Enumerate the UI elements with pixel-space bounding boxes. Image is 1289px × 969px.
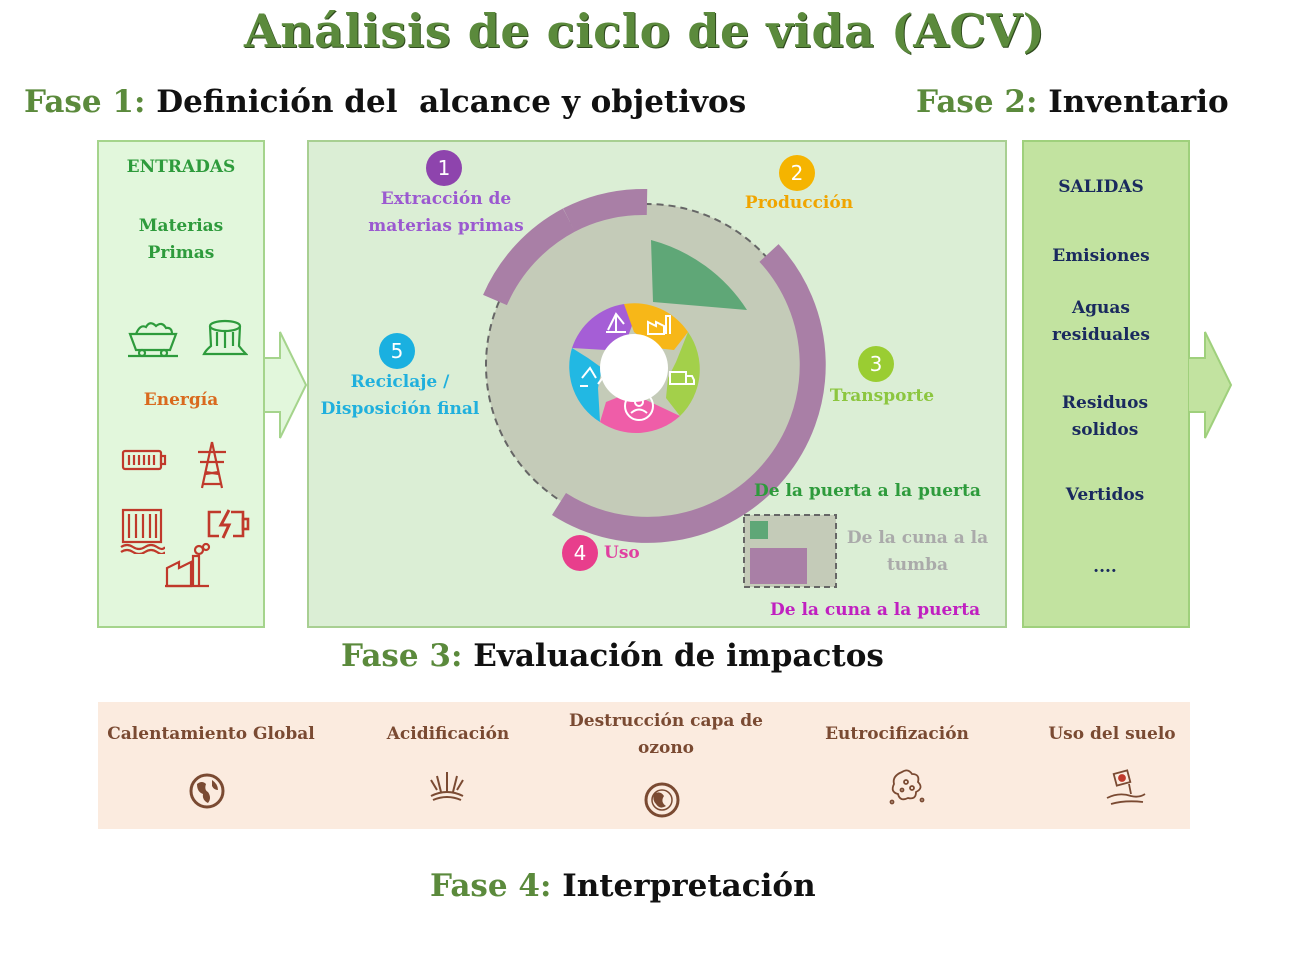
stage-3-number: 3 <box>858 346 894 382</box>
charging-battery-icon <box>207 509 250 539</box>
impact-acidification-label: Acidificación <box>386 724 510 744</box>
phase-3-heading: Fase 3: Evaluación de impactos <box>341 638 884 674</box>
user-icon <box>624 391 654 421</box>
excavator-icon <box>606 312 626 333</box>
stage-2-label: Producción <box>744 193 854 213</box>
gate-to-gate-label: De la puerta a la puerta <box>754 481 981 501</box>
phase-2-heading: Fase 2: Inventario <box>916 84 1229 120</box>
stage-4-segment <box>600 394 680 433</box>
raw-materials-label: Materias Primas <box>138 216 224 263</box>
impact-land-use-label: Uso del suelo <box>1048 724 1176 744</box>
phase-1-text: Definición del alcance y objetivos <box>156 84 747 120</box>
stage-1-number: 1 <box>426 150 462 186</box>
power-tower-icon <box>198 441 226 489</box>
impact-global-warming-label: Calentamiento Global <box>107 724 315 744</box>
cradle-to-gate-arc-top2 <box>563 188 648 232</box>
globe-icon <box>189 773 225 809</box>
impact-eutrophication-label: Eutrocifización <box>825 724 969 744</box>
legend-cradle-to-gate <box>750 548 807 584</box>
stage-5-label: Reciclaje / Disposición final <box>320 372 480 419</box>
ozone-globe-icon <box>644 782 680 818</box>
acid-splash-icon <box>430 772 464 801</box>
impact-ozone-label: Destrucción capa de ozono <box>569 711 763 758</box>
legend-gate-to-gate <box>750 521 768 539</box>
page-title: Análisis de ciclo de vida (ACV) <box>244 4 1045 58</box>
inputs-panel <box>97 140 265 628</box>
gate-to-gate-block <box>651 240 747 310</box>
stage-3-label: Transporte <box>829 386 935 406</box>
algae-bloom-icon <box>889 769 925 805</box>
cycle-center <box>600 334 668 402</box>
phase-1-label: Fase 1: <box>24 84 146 120</box>
inputs-arrow <box>265 331 308 439</box>
land-use-icon <box>1106 769 1146 805</box>
output-more: .... <box>1093 557 1117 577</box>
energy-label: Energía <box>143 390 219 410</box>
stage-4-number: 4 <box>562 535 598 571</box>
output-emissions: Emisiones <box>1052 246 1150 266</box>
stage-1-label: Extracción de materias primas <box>368 189 524 236</box>
output-wastewater: Aguas residuales <box>1052 298 1150 345</box>
phase-2-text: Inventario <box>1048 84 1229 120</box>
phase-2-label: Fase 2: <box>916 84 1038 120</box>
inputs-heading: ENTRADAS <box>126 157 236 177</box>
tree-stump-icon <box>202 319 248 356</box>
life-cycle-diagram <box>483 188 837 588</box>
stage-2-number: 2 <box>779 155 815 191</box>
truck-icon <box>669 371 695 385</box>
phase-4-label: Fase 4: <box>430 868 552 904</box>
recycle-icon <box>580 366 605 387</box>
mining-cart-icon <box>128 322 178 358</box>
factory-icon <box>165 542 211 588</box>
output-discharges: Vertidos <box>1065 485 1145 505</box>
impacts-panel <box>98 702 1190 829</box>
outputs-heading: SALIDAS <box>1058 177 1144 197</box>
phase-1-heading: Fase 1: Definición del alcance y objetiv… <box>24 84 746 120</box>
stage-5-number: 5 <box>379 333 415 369</box>
phase-3-text: Evaluación de impactos <box>473 638 884 674</box>
phase-3-label: Fase 3: <box>341 638 463 674</box>
cradle-to-gate-arc-right <box>552 244 826 543</box>
output-solid-waste: Residuos solidos <box>1061 393 1149 440</box>
factory-line-icon <box>647 315 671 335</box>
cradle-to-grave-label: De la cuna a la tumba <box>846 528 989 575</box>
stage-4-label: Uso <box>604 543 640 563</box>
dam-icon <box>120 508 165 554</box>
phase-4-heading: Fase 4: Interpretación <box>430 868 816 904</box>
outputs-arrow <box>1189 331 1233 439</box>
battery-icon <box>121 449 167 471</box>
stage-3-segment <box>666 332 700 416</box>
cradle-to-gate-label: De la cuna a la puerta <box>770 600 981 620</box>
phase-4-text: Interpretación <box>562 868 816 904</box>
outputs-panel <box>1022 140 1190 628</box>
cradle-to-gate-arc-top <box>483 208 576 306</box>
